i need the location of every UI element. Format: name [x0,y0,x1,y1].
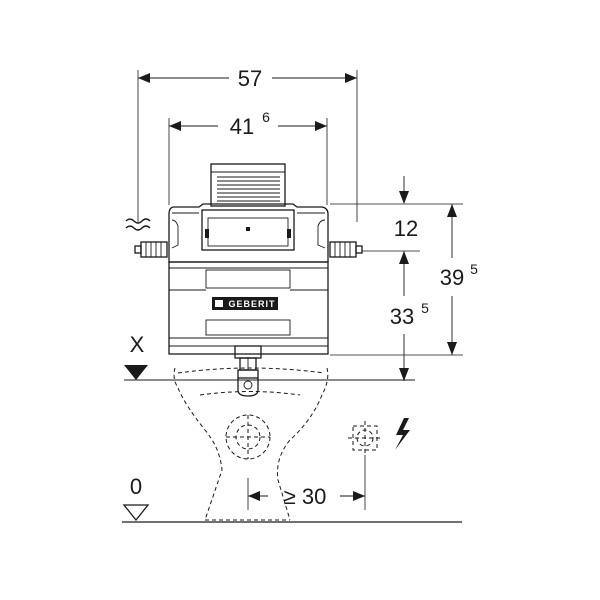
dimension-label-41-superscript: 6 [262,109,270,125]
cistern-body: GEBERIT [168,203,329,355]
dimension-label-57: 57 [238,66,262,91]
floor-zero-label: 0 [130,474,142,499]
water-connector-left [134,241,168,258]
dimension-label-39-superscript: 5 [470,261,478,277]
dimension-total-height: 39 5 [440,204,478,355]
dimension-total-width: 57 [137,66,358,222]
dimension-top-offset: 12 [394,176,418,241]
dimension-label-33-superscript: 5 [421,300,429,316]
dimension-distance: ≥ 30 [247,455,366,510]
dimension-label-33: 33 [390,304,414,329]
actuator-housing [210,163,286,207]
reference-x-label: X [130,332,145,357]
dimension-label-41: 41 [230,114,254,139]
reference-line-x: X [124,332,415,381]
electrical-socket-icon [348,421,382,455]
lightning-bolt-icon [395,418,410,450]
floor-reference: 0 [122,474,462,523]
geberit-logo: GEBERIT [212,297,278,310]
water-connector-right [329,241,363,258]
toilet-bowl-outline [173,367,329,521]
dimension-label-39: 39 [440,265,464,290]
dimension-frame-width: 41 6 [168,109,328,205]
dimension-mid-height: 33 5 [390,251,429,381]
dimension-label-30: ≥ 30 [284,484,327,509]
dimension-label-12: 12 [394,216,418,241]
water-wave-icon [125,218,151,231]
logo-text: GEBERIT [228,299,275,309]
drain-connector [234,345,262,397]
